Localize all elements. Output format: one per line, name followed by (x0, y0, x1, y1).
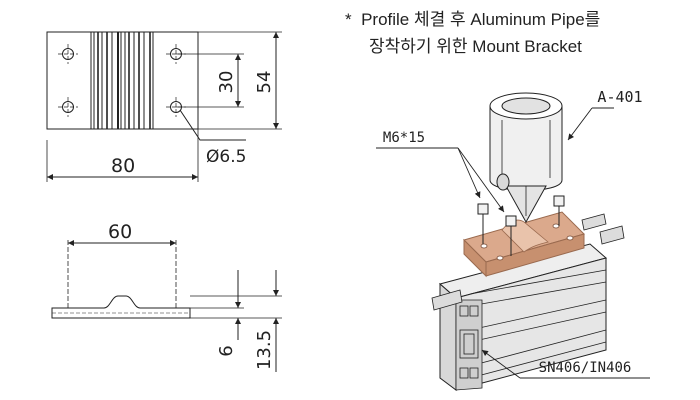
description-note: * Profile 체결 후 Aluminum Pipe를 장착하기 위한 Mo… (345, 6, 600, 60)
mount-bracket-part (463, 211, 585, 278)
center-ridge-lines (90, 32, 154, 129)
pipe-clamp (489, 92, 563, 224)
note-line-1: Profile 체결 후 Aluminum Pipe를 (361, 10, 601, 29)
leader-hole-diameter (179, 109, 246, 141)
m6-bolts (477, 195, 565, 256)
aluminum-profile (431, 213, 625, 391)
extension-lines-top (46, 31, 282, 182)
dim-thickness-label: 6 (216, 345, 237, 356)
dim-side-spacing-label: 60 (108, 221, 132, 243)
dim-hole-spacing-label: 30 (216, 71, 237, 94)
dim-total-height-label: 13.5 (254, 330, 275, 370)
bracket-outline-top (46, 31, 199, 130)
note-line-2: 장착하기 위한 Mount Bracket (369, 37, 582, 56)
top-view (46, 31, 282, 182)
callout-bolt-label: M6*15 (383, 130, 425, 146)
callout-profile-label: SN406/IN406 (539, 360, 632, 376)
note-bullet: * (345, 10, 352, 29)
callout-bracket-label: A-401 (597, 88, 642, 106)
dim-height-label: 54 (254, 71, 275, 94)
bracket-profile-side (51, 295, 191, 319)
dim-hole-diameter-label: Ø6.5 (206, 147, 246, 167)
assembly-view (376, 92, 650, 391)
dim-width-label: 80 (111, 155, 135, 177)
extension-lines-side (67, 240, 282, 319)
mounting-holes (58, 44, 186, 117)
callout-leaders (376, 107, 650, 379)
side-view (51, 240, 282, 372)
